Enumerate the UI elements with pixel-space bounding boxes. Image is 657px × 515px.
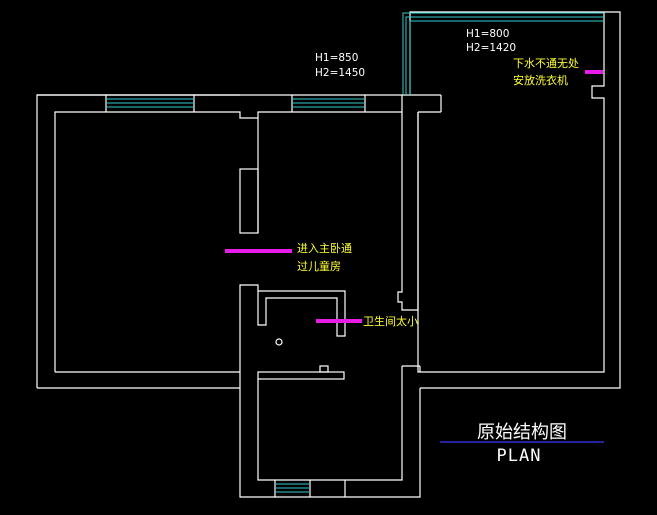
drawing-subtitle: PLAN <box>497 446 542 466</box>
center-partition <box>257 95 419 311</box>
drawing-title: 原始结构图 <box>477 422 567 443</box>
left-window-h1: H1=850 <box>315 52 358 64</box>
window-right <box>402 12 604 95</box>
drain-note-line1: 下水不通无处 <box>513 57 579 70</box>
partition-stub <box>239 168 259 234</box>
corridor-note-line2: 过儿童房 <box>297 259 341 273</box>
window-left-2 <box>292 98 365 108</box>
right-window-h1: H1=800 <box>466 28 509 40</box>
top-wall <box>37 94 442 113</box>
drain-note-line2: 安放洗衣机 <box>513 73 568 87</box>
lower-room-walls <box>239 365 421 498</box>
bathroom-walls <box>239 284 346 380</box>
left-window-h2: H2=1450 <box>315 67 365 79</box>
window-left-1 <box>106 98 194 108</box>
corridor-note-line1: 进入主卧通 <box>297 242 352 255</box>
bathroom-note: 卫生间太小 <box>363 314 418 328</box>
window-bottom <box>276 483 309 493</box>
right-window-h2: H2=1420 <box>466 42 516 54</box>
